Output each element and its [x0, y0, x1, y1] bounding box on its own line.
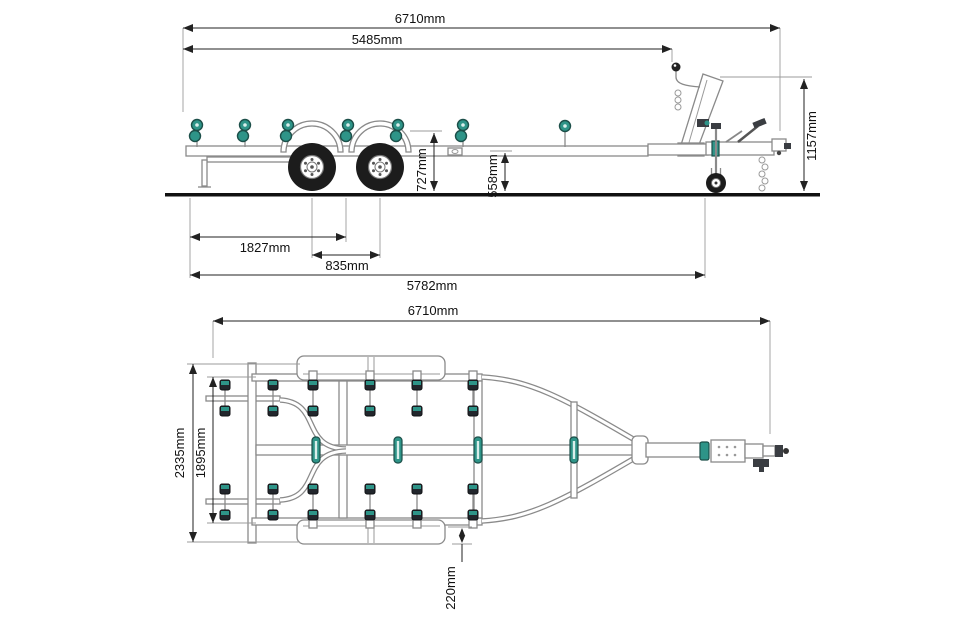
handbrake-lever	[737, 125, 759, 143]
roller-single	[558, 119, 572, 147]
plate	[447, 147, 463, 156]
roller-column	[364, 379, 376, 417]
mast-clamp-top	[699, 441, 710, 461]
roller-column	[364, 483, 376, 521]
dim-label-overall-width: 2335mm	[172, 428, 187, 479]
dim-side-overall-length: 6710mm	[182, 11, 781, 131]
dim-frame-width: 1895mm	[193, 376, 256, 524]
fender-rear	[280, 120, 344, 153]
roller-column	[411, 379, 423, 417]
roller-column	[267, 483, 279, 521]
dim-label-side-overall: 6710mm	[395, 11, 446, 26]
roller-cluster	[188, 118, 204, 147]
dim-label-rear-to-jockey: 5782mm	[407, 278, 458, 293]
dim-rear-to-axle: 1827mm	[189, 198, 706, 278]
dim-axle-spacing: 835mm	[312, 251, 380, 273]
handbrake-top	[753, 459, 769, 467]
dim-overall-width: 2335mm	[172, 363, 300, 543]
top-view-trailer	[205, 355, 789, 545]
coupling-top	[699, 439, 789, 472]
roller-column	[467, 483, 479, 521]
dim-label-frame-width: 1895mm	[193, 428, 208, 479]
winch	[697, 119, 709, 127]
hitch-top	[775, 445, 783, 457]
wheel-front	[356, 143, 404, 191]
lower-rail	[206, 156, 304, 163]
jockey-wheel	[706, 123, 726, 193]
roller-column	[219, 483, 231, 521]
dim-label-overall-height: 1157mm	[804, 111, 819, 161]
drawbar-tube	[645, 442, 705, 458]
dim-label-top-overall: 6710mm	[408, 303, 459, 318]
side-view-trailer	[165, 62, 820, 197]
roller-column	[267, 379, 279, 417]
dim-label-roller-height: 727mm	[414, 148, 429, 191]
roller-column	[219, 379, 231, 417]
roller-cluster	[454, 118, 470, 147]
dim-rear-to-jockey: 5782mm	[190, 271, 705, 293]
a-frame-arm	[481, 374, 642, 446]
wheel-rear	[288, 143, 336, 191]
dim-top-overall-length: 6710mm	[212, 303, 771, 434]
rear-roller-bar	[205, 395, 281, 402]
top-view: 6710mm	[172, 303, 789, 610]
dim-side-frame-length: 5485mm	[183, 32, 673, 62]
roller-column	[467, 379, 479, 417]
bow-ball	[671, 62, 681, 72]
top-rollers	[219, 379, 479, 521]
roller-column	[307, 483, 319, 521]
dim-label-frame-height: 558mm	[485, 154, 500, 197]
side-rollers	[188, 118, 572, 147]
dim-label-fender-overhang: 220mm	[443, 566, 458, 609]
dim-label-side-frame-length: 5485mm	[352, 32, 403, 47]
side-view: 6710mm 5485mm	[165, 11, 820, 293]
coupling	[647, 117, 791, 193]
keel-rollers	[311, 436, 579, 464]
roller-cluster	[236, 118, 252, 147]
roller-cluster	[339, 118, 355, 143]
dim-roller-height: 727mm	[410, 130, 442, 192]
bow-stop-arm	[675, 71, 701, 88]
roller-column	[411, 483, 423, 521]
safety-chain	[758, 156, 769, 192]
rear-roller-bar	[205, 498, 281, 505]
hitch-head	[771, 138, 787, 152]
rear-crossmember	[247, 362, 257, 544]
dim-fender-overhang: 220mm	[443, 526, 472, 610]
ground-line	[165, 193, 820, 197]
a-frame-arm	[481, 452, 642, 524]
dim-label-axle-spacing: 835mm	[325, 258, 368, 273]
dim-frame-height: 558mm	[485, 150, 512, 198]
dim-overall-height: 1157mm	[720, 76, 819, 191]
dim-label-rear-to-axle: 1827mm	[240, 240, 291, 255]
roller-cluster	[389, 118, 405, 143]
rear-post	[201, 159, 208, 187]
roller-cluster	[279, 118, 295, 143]
roller-column	[307, 379, 319, 417]
